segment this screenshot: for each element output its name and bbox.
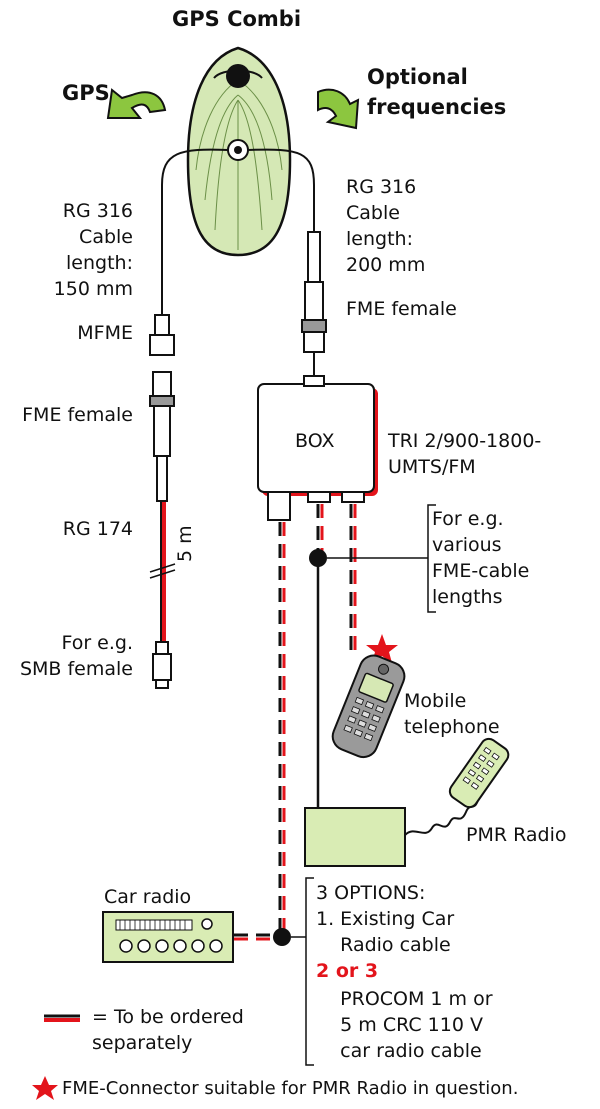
- car-radio-label: Car radio: [104, 886, 192, 908]
- tri-label-line1: TRI 2/900-1800-: [388, 430, 542, 452]
- junction-dot: [309, 549, 327, 567]
- gps-label: GPS: [62, 81, 110, 105]
- legend-label-line2: separately: [92, 1032, 193, 1054]
- mobile-telephone-icon: [331, 654, 406, 759]
- rg316-left-line3: length:: [66, 252, 133, 274]
- car-radio-icon: [102, 911, 234, 963]
- rg316-right-line3: length:: [346, 228, 413, 250]
- options-bracket: [305, 877, 314, 1066]
- smb-label-line2: SMB female: [19, 658, 133, 680]
- tri-label-line2: UMTS/FM: [388, 456, 476, 478]
- rg316-left-line1: RG 316: [62, 200, 133, 222]
- smb-female-connector: [152, 641, 172, 689]
- diagram-title: GPS Combi: [172, 7, 302, 31]
- pmr-radio-box: [304, 807, 406, 867]
- optional-label-line2: frequencies: [367, 95, 507, 119]
- fme-female-right-connector: [301, 231, 327, 353]
- options-line7: car radio cable: [316, 1040, 482, 1062]
- rg316-left-cable: [161, 148, 229, 315]
- rg316-right-line1: RG 316: [346, 176, 417, 198]
- rg174-label: RG 174: [62, 518, 133, 540]
- pmr-handset-icon: [448, 737, 510, 809]
- rg316-right-cable: [247, 148, 315, 232]
- various-label-line2: various: [432, 534, 502, 556]
- rg316-right-line4: 200 mm: [346, 254, 426, 276]
- footnote-label: FME-Connector suitable for PMR Radio in …: [62, 1078, 519, 1099]
- options-line2: 1. Existing Car: [316, 908, 455, 930]
- rg316-left-line4: 150 mm: [53, 278, 133, 300]
- fme-female-right-label: FME female: [346, 298, 457, 320]
- smb-label-line1: For e.g.: [61, 632, 133, 654]
- box-component: [257, 375, 378, 521]
- mobile-label-line2: telephone: [404, 716, 500, 738]
- rg316-left-line2: Cable: [79, 226, 133, 248]
- optional-label-line1: Optional: [367, 65, 468, 89]
- options-red-label: 2 or 3: [316, 960, 379, 982]
- options-line3: Radio cable: [316, 934, 451, 956]
- pmr-radio-label: PMR Radio: [466, 824, 567, 846]
- box-label: BOX: [295, 430, 335, 452]
- various-label-line1: For e.g.: [432, 508, 504, 530]
- mobile-label-line1: Mobile: [404, 690, 467, 712]
- legend-label-line1: = To be ordered: [92, 1006, 244, 1028]
- car-radio-junction-dot: [273, 928, 291, 946]
- mfme-connector: [149, 314, 175, 356]
- options-line6: 5 m CRC 110 V: [316, 1014, 483, 1036]
- dashed-cables: [234, 504, 357, 941]
- fme-female-left-label: FME female: [22, 404, 133, 426]
- options-line1: 3 OPTIONS:: [316, 882, 426, 904]
- mfme-label: MFME: [77, 322, 133, 344]
- various-bracket: [427, 504, 436, 613]
- various-label-line4: lengths: [432, 586, 503, 608]
- various-label-line3: FME-cable: [432, 560, 530, 582]
- gps-arrow-icon: [106, 88, 167, 119]
- options-line5: PROCOM 1 m or: [316, 988, 493, 1010]
- rg316-right-line2: Cable: [346, 202, 400, 224]
- five-m-label: 5 m: [174, 525, 196, 562]
- optional-arrow-icon: [317, 88, 360, 130]
- footnote-star-icon: [32, 1076, 58, 1100]
- gps-combi-antenna: [186, 46, 292, 257]
- fme-female-left-connector: [149, 371, 175, 502]
- legend-line-icon: [44, 1014, 80, 1022]
